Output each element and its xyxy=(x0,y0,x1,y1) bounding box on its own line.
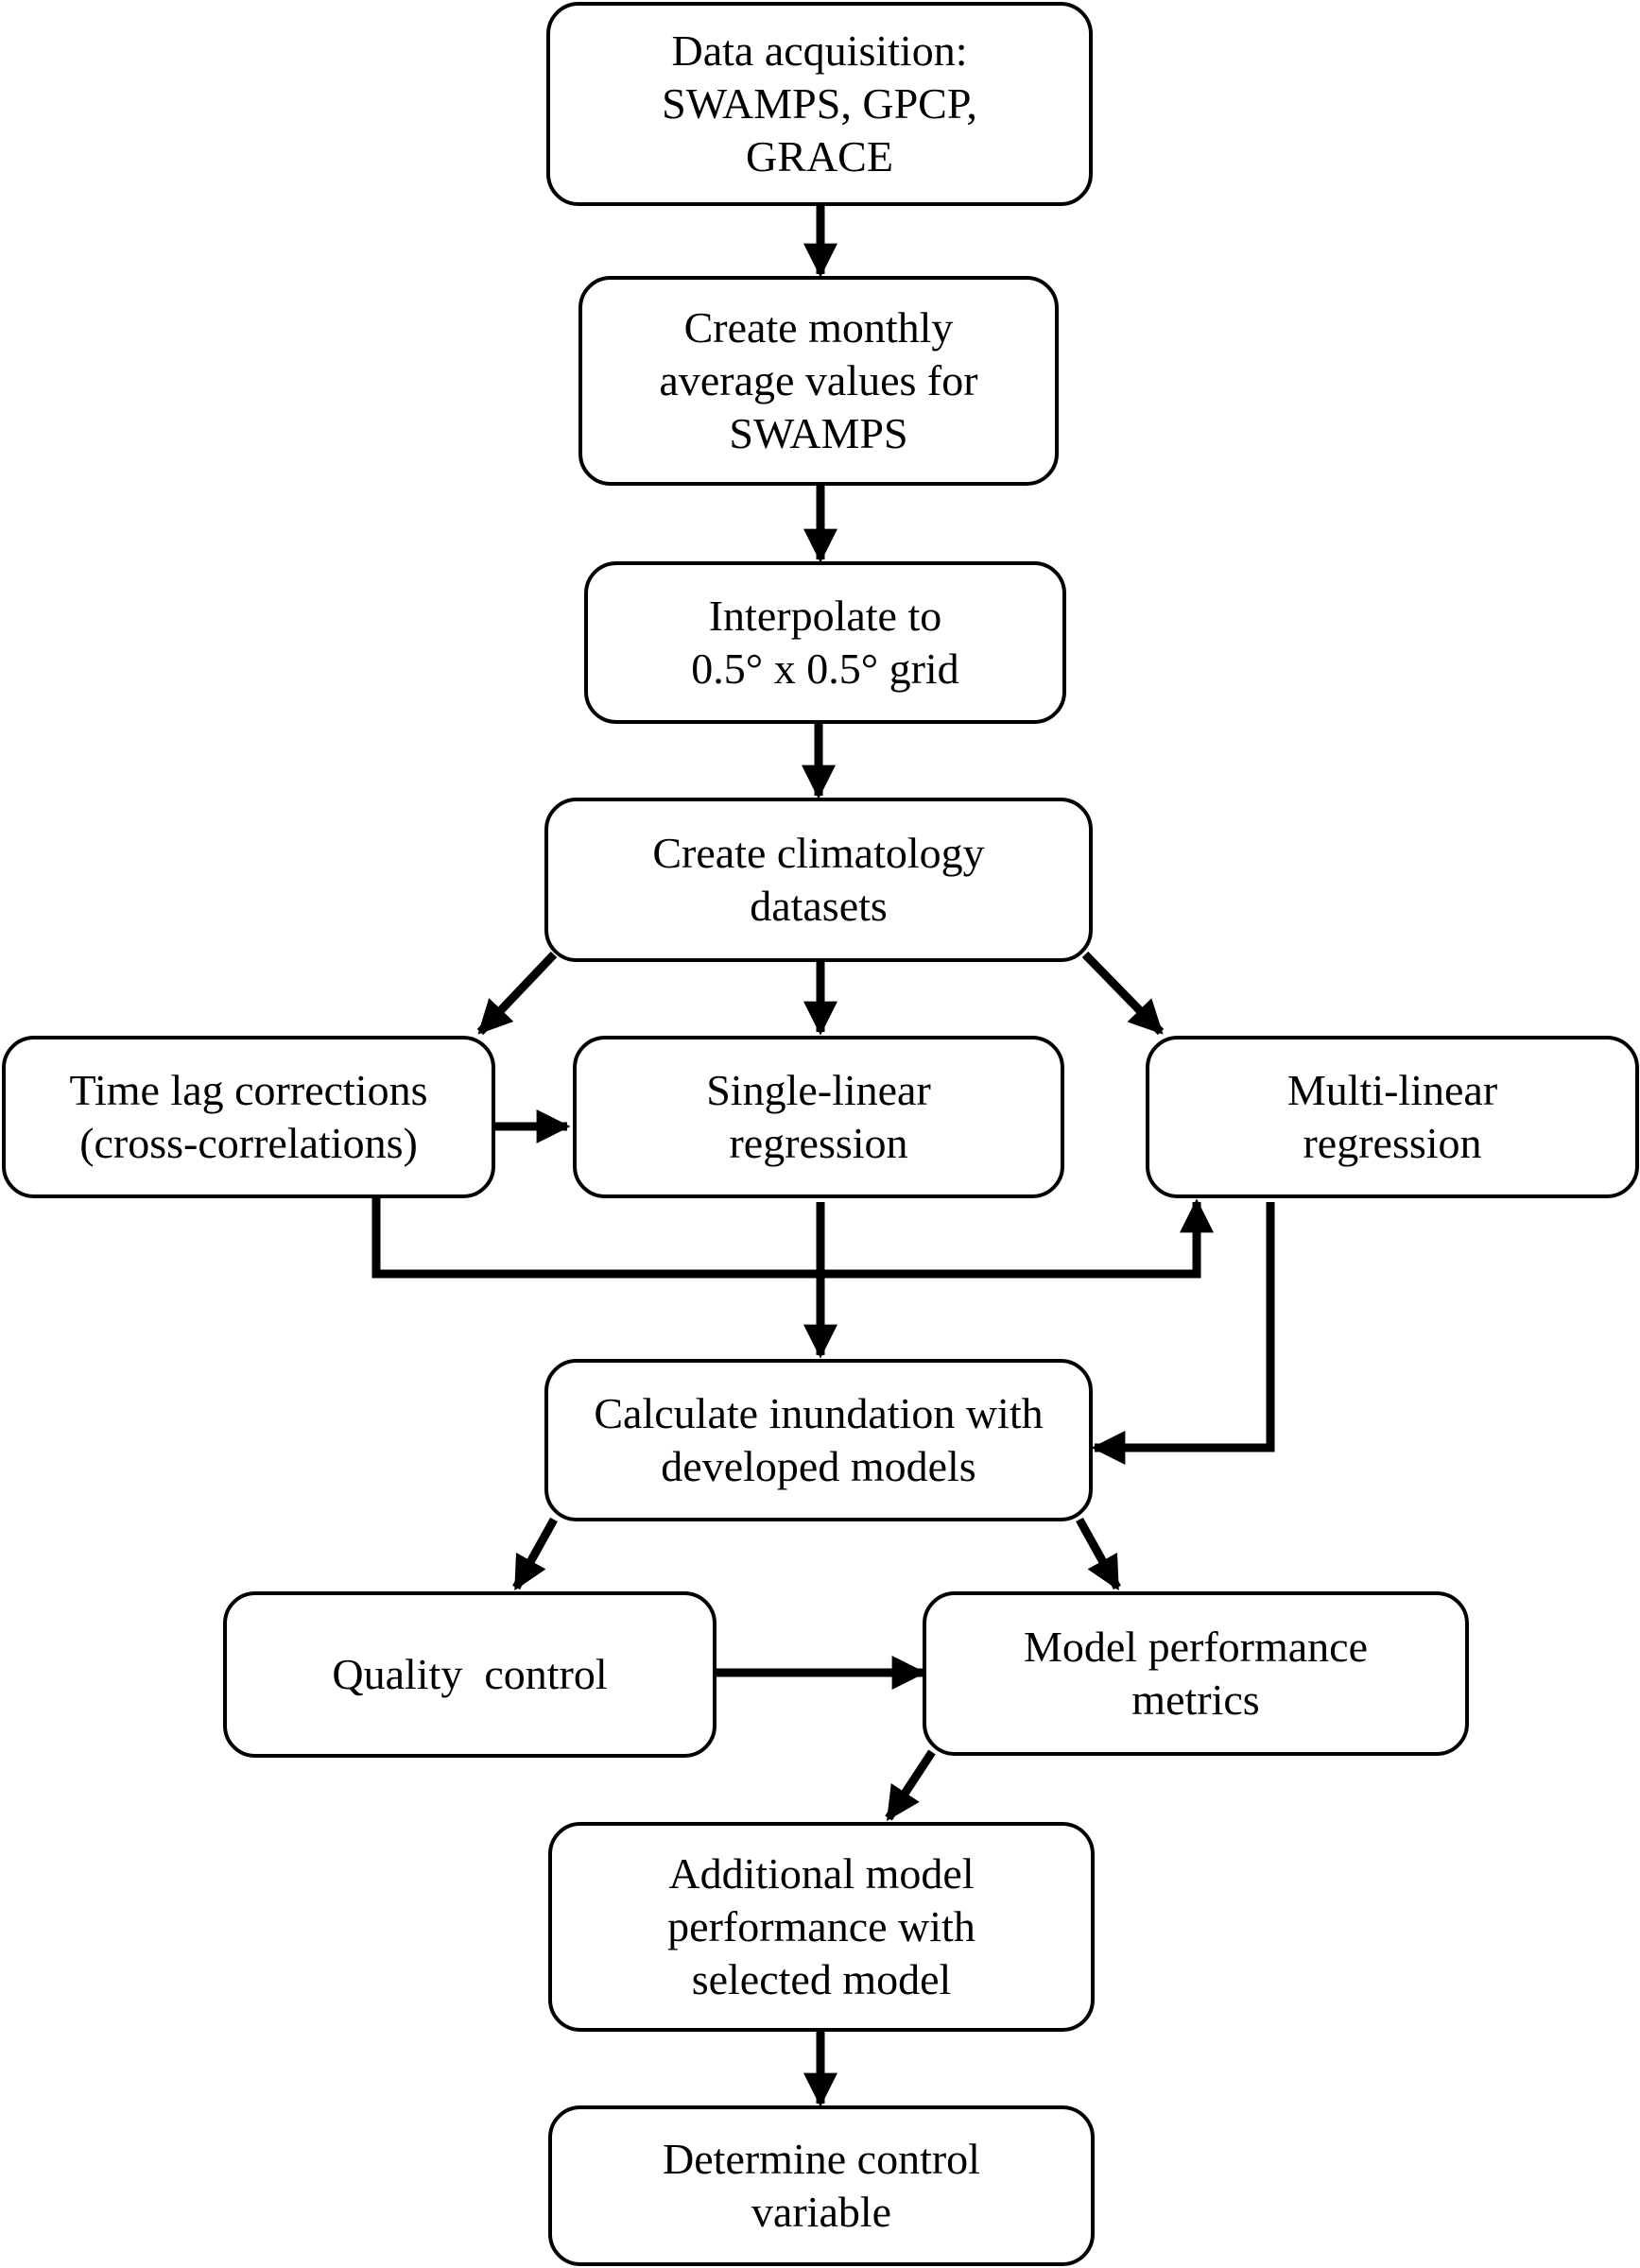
node-single-linear-regression: Single-linear regression xyxy=(573,1036,1064,1198)
node-text-line: regression xyxy=(1303,1119,1482,1167)
node-data-acquisition: Data acquisition: SWAMPS, GPCP, GRACE xyxy=(546,2,1093,206)
node-text-line: datasets xyxy=(750,882,888,930)
node-text-line: Multi-linear xyxy=(1286,1066,1498,1114)
node-text-line: 0.5° x 0.5° grid xyxy=(691,644,959,693)
node-calculate-inundation: Calculate inundation with developed mode… xyxy=(544,1359,1093,1521)
arrow-performance-to-additional xyxy=(885,1749,936,1822)
arrow-calculate-to-performance xyxy=(1076,1517,1121,1591)
arrow-climatology-to-multi-linear xyxy=(1081,951,1165,1036)
node-text-line: developed models xyxy=(661,1442,976,1490)
node-monthly-average: Create monthly average values for SWAMPS xyxy=(578,276,1059,486)
node-model-performance-metrics: Model performance metrics xyxy=(923,1591,1469,1756)
node-text-line: Calculate inundation with xyxy=(594,1389,1044,1437)
node-interpolate: Interpolate to 0.5° x 0.5° grid xyxy=(584,561,1066,724)
arrow-climatology-to-time-lag xyxy=(476,951,558,1036)
node-text-line: selected model xyxy=(691,1955,952,2003)
node-text-line: Quality control xyxy=(332,1650,608,1698)
node-text-line: Create climatology xyxy=(652,829,985,877)
node-text-line: GRACE xyxy=(746,132,893,180)
node-quality-control: Quality control xyxy=(223,1591,716,1758)
node-text-line: Model performance xyxy=(1023,1623,1368,1671)
node-text-line: Interpolate to xyxy=(708,592,942,640)
node-text-line: Additional model xyxy=(668,1849,975,1898)
node-text-line: Single-linear xyxy=(706,1066,931,1114)
node-text-line: (cross-correlations) xyxy=(79,1119,418,1167)
arrow-time-lag-to-multi-linear xyxy=(371,1196,1214,1279)
node-climatology: Create climatology datasets xyxy=(544,798,1093,962)
node-text-line: Create monthly xyxy=(683,303,954,352)
node-text-line: performance with xyxy=(667,1902,975,1950)
node-time-lag-corrections: Time lag corrections (cross-correlations… xyxy=(2,1036,495,1198)
node-additional-model-performance: Additional model performance with select… xyxy=(548,1822,1095,2032)
node-text-line: regression xyxy=(729,1119,908,1167)
node-text-line: variable xyxy=(751,2188,892,2236)
node-text-line: Determine control xyxy=(663,2135,980,2183)
node-text-line: Data acquisition: xyxy=(671,26,968,75)
arrow-multi-linear-to-calculate xyxy=(1091,1202,1275,1465)
arrow-calculate-to-quality xyxy=(512,1517,558,1591)
node-text-line: metrics xyxy=(1131,1675,1260,1724)
node-determine-control-variable: Determine control variable xyxy=(548,2105,1095,2266)
node-text-line: average values for xyxy=(659,356,978,404)
node-text-line: Time lag corrections xyxy=(69,1066,428,1114)
node-text-line: SWAMPS, GPCP, xyxy=(662,79,977,128)
node-multi-linear-regression: Multi-linear regression xyxy=(1146,1036,1639,1198)
node-text-line: SWAMPS xyxy=(729,409,908,457)
